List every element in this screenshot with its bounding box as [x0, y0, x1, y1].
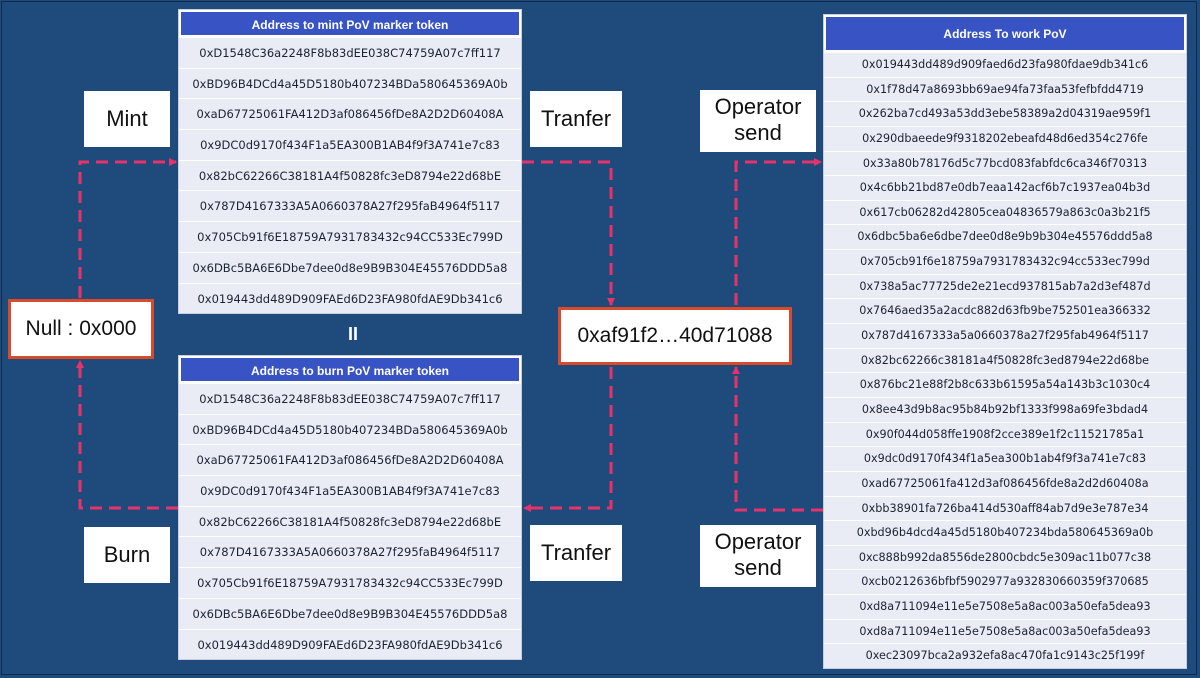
- address-row: 0xBD96B4DCd4a45D5180b407234BDa580645369A…: [179, 413, 521, 445]
- address-row: 0xd8a711094e11e5e7508e5a8ac003a50efa5dea…: [824, 618, 1186, 644]
- address-row: 0x019443dd489D909FAEd6D23FA980fdAE9Db341…: [179, 628, 521, 660]
- work-address-table: Address To work PoV 0x019443dd489d909fae…: [823, 14, 1187, 670]
- address-row: 0x90f044d058ffe1908f2cce389e1f2c11521785…: [824, 421, 1186, 447]
- work-table-header: Address To work PoV: [824, 15, 1186, 52]
- address-row: 0x9dc0d9170f434f1a5ea300b1ab4f9f3a741e7c…: [824, 446, 1186, 471]
- mint-address-table: Address to mint PoV marker token 0xD1548…: [178, 9, 522, 315]
- address-row: 0xbd96b4dcd4a45d5180b407234bda580645369a…: [824, 520, 1186, 545]
- address-row: 0x33a80b78176d5c77bcd083fabfdc6ca346f703…: [824, 150, 1186, 176]
- address-row: 0x787D4167333A5A0660378A27f295faB4964f51…: [179, 536, 521, 567]
- address-row: 0x4c6bb21bd87e0db7eaa142acf6b7c1937ea04b…: [824, 175, 1186, 200]
- address-row: 0xbb38901fa726ba414d530aff84ab7d9e3e787e…: [824, 495, 1186, 521]
- address-row: 0x6dbc5ba6e6dbe7dee0d8e9b9b304e45576ddd5…: [824, 224, 1186, 249]
- address-row: 0x787D4167333A5A0660378A27f295faB4964f51…: [179, 190, 521, 221]
- arrow-work-to-central: [732, 366, 823, 512]
- burn-address-table: Address to burn PoV marker token 0xD1548…: [178, 355, 522, 661]
- address-row: 0x787d4167333a5a0660378a27f295fab4964f51…: [824, 323, 1186, 348]
- address-row: 0xc888b992da8556de2800cbdc5e309ac11b077c…: [824, 544, 1186, 570]
- address-row: 0xd8a711094e11e5e7508e5a8ac003a50efa5dea…: [824, 594, 1186, 619]
- arrow-mint-to-central: [522, 160, 615, 306]
- burn-label: Burn: [84, 527, 170, 583]
- address-row: 0xaD67725061FA412D3af086456fDe8A2D2D6040…: [179, 444, 521, 475]
- address-row: 0x705Cb91f6E18759A7931783432c94CC533Ec79…: [179, 567, 521, 598]
- arrow-null-to-mint: [78, 158, 177, 298]
- address-row: 0x8ee43d9b8ac95b84b92bf1333f998a69fe3bda…: [824, 396, 1186, 422]
- address-row: 0x617cb06282d42805cea04836579a863c0a3b21…: [824, 199, 1186, 225]
- operator-send-label-top: Operator send: [700, 90, 816, 152]
- operator-top-line1: Operator: [714, 94, 802, 119]
- mint-table-header: Address to mint PoV marker token: [179, 10, 521, 37]
- address-row: 0xD1548C36a2248F8b83dEE038C74759A07c7ff1…: [179, 37, 521, 68]
- address-row: 0x6DBc5BA6E6Dbe7dee0d8e9B9B304E45576DDD5…: [179, 251, 521, 283]
- address-row: 0xec23097bca2a932efa8ac470fa1c9143c25f19…: [824, 643, 1186, 668]
- burn-table-rows: 0xD1548C36a2248F8b83dEE038C74759A07c7ff1…: [179, 383, 521, 659]
- arrow-central-to-work: [734, 158, 822, 305]
- address-row: 0x262ba7cd493a53dd3ebe58389a2d04319ae959…: [824, 101, 1186, 126]
- address-row: 0x82bC62266C38181A4f50828fc3eD8794e22d68…: [179, 159, 521, 191]
- transfer-label-bottom: Tranfer: [530, 525, 622, 581]
- address-row: 0x7646aed35a2acdc882d63fb9be752501ea3663…: [824, 298, 1186, 323]
- operator-bottom-line1: Operator: [714, 529, 802, 554]
- work-table-rows: 0x019443dd489d909faed6d23fa980fdae9db341…: [824, 52, 1186, 668]
- address-row: 0xcb0212636bfbf5902977a932830660359f3706…: [824, 569, 1186, 594]
- address-row: 0x876bc21e88f2b8c633b61595a54a143b3c1030…: [824, 372, 1186, 397]
- address-row: 0x9DC0d9170f434F1a5EA300B1AB4f9f3A741e7c…: [179, 475, 521, 506]
- transfer-label-top: Tranfer: [530, 91, 622, 147]
- mint-table-rows: 0xD1548C36a2248F8b83dEE038C74759A07c7ff1…: [179, 37, 521, 313]
- equals-sign: II: [347, 324, 358, 344]
- address-row: 0xaD67725061FA412D3af086456fDe8A2D2D6040…: [179, 98, 521, 129]
- central-address-box: 0xaf91f2…40d71088: [558, 307, 792, 365]
- arrow-burn-to-null: [76, 360, 178, 510]
- null-address-box: Null : 0x000: [8, 299, 154, 359]
- address-row: 0x1f78d47a8693bb69ae94fa73faa53fefbfdd47…: [824, 76, 1186, 102]
- address-row: 0xD1548C36a2248F8b83dEE038C74759A07c7ff1…: [179, 383, 521, 414]
- arrow-central-to-burn: [523, 367, 613, 512]
- operator-top-line2: send: [734, 120, 782, 145]
- address-row: 0x6DBc5BA6E6Dbe7dee0d8e9B9B304E45576DDD5…: [179, 597, 521, 629]
- address-row: 0x290dbaeede9f9318202ebeafd48d6ed354c276…: [824, 125, 1186, 151]
- operator-bottom-line2: send: [734, 555, 782, 580]
- address-row: 0x738a5ac77725de2e21ecd937815ab7a2d3ef48…: [824, 273, 1186, 299]
- address-row: 0x019443dd489d909faed6d23fa980fdae9db341…: [824, 52, 1186, 77]
- address-row: 0x705Cb91f6E18759A7931783432c94CC533Ec79…: [179, 221, 521, 252]
- address-row: 0x705cb91f6e18759a7931783432c94cc533ec79…: [824, 249, 1186, 274]
- address-row: 0x019443dd489D909FAEd6D23FA980fdAE9Db341…: [179, 282, 521, 314]
- burn-table-header: Address to burn PoV marker token: [179, 356, 521, 383]
- address-row: 0xBD96B4DCd4a45D5180b407234BDa580645369A…: [179, 67, 521, 99]
- mint-label: Mint: [84, 91, 170, 147]
- operator-send-label-bottom: Operator send: [700, 525, 816, 587]
- address-row: 0xad67725061fa412d3af086456fde8a2d2d6040…: [824, 470, 1186, 496]
- address-row: 0x82bC62266C38181A4f50828fc3eD8794e22d68…: [179, 505, 521, 537]
- address-row: 0x9DC0d9170f434F1a5EA300B1AB4f9f3A741e7c…: [179, 129, 521, 160]
- address-row: 0x82bc62266c38181a4f50828fc3ed8794e22d68…: [824, 347, 1186, 373]
